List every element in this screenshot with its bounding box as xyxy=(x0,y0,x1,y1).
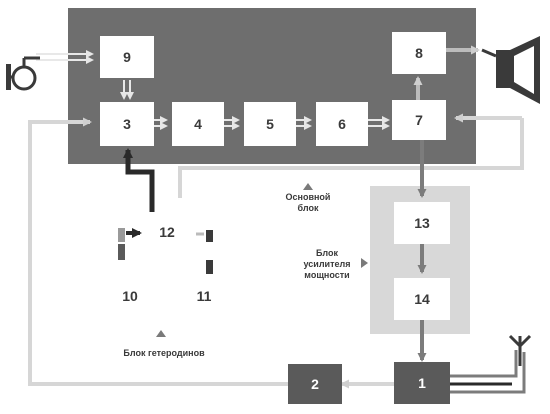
block-13: 13 xyxy=(394,202,450,244)
oscillator-unit-marker xyxy=(156,330,166,337)
main-signal-chain xyxy=(36,50,390,130)
block-4: 4 xyxy=(172,102,224,146)
antenna-icon xyxy=(508,334,532,366)
microphone-icon xyxy=(6,56,40,91)
block-7: 7 xyxy=(392,100,446,140)
oscillator-unit-caption: Блок гетеродинов xyxy=(123,348,205,358)
power-amp-unit-marker xyxy=(361,258,368,268)
block-8: 8 xyxy=(392,32,446,74)
block-2: 2 xyxy=(288,364,342,404)
loudspeaker-icon xyxy=(481,36,540,104)
block-14: 14 xyxy=(394,278,450,320)
block-10-label: 10 xyxy=(122,288,138,304)
block-11-label: 11 xyxy=(196,288,212,304)
oscillator-elements xyxy=(118,228,213,274)
main-unit-caption: Основной блок xyxy=(285,192,331,213)
block-3: 3 xyxy=(100,102,154,146)
main-unit-marker xyxy=(303,183,313,190)
block-12-label: 12 xyxy=(159,224,175,240)
block-9: 9 xyxy=(100,36,154,78)
power-amp-unit-caption: Блок усилителя мощности xyxy=(303,248,351,280)
block-5: 5 xyxy=(244,102,296,146)
block-1: 1 xyxy=(394,362,450,404)
block-6: 6 xyxy=(316,102,368,146)
